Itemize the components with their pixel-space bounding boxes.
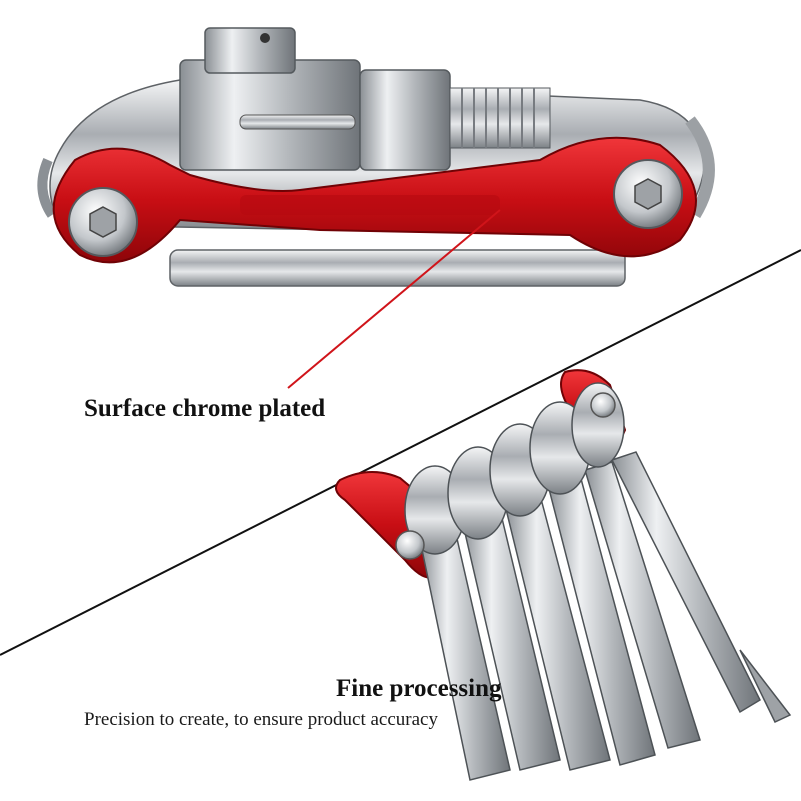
fine-processing-subtitle: Precision to create, to ensure product a…	[84, 709, 438, 730]
unfolded-bits-illustration	[335, 369, 792, 781]
diagonal-divider	[0, 249, 801, 656]
fine-processing-title: Fine processing	[336, 675, 502, 702]
folded-multitool-illustration	[37, 27, 715, 287]
callout-pointer-line	[287, 209, 501, 389]
surface-chrome-label: Surface chrome plated	[84, 395, 326, 422]
